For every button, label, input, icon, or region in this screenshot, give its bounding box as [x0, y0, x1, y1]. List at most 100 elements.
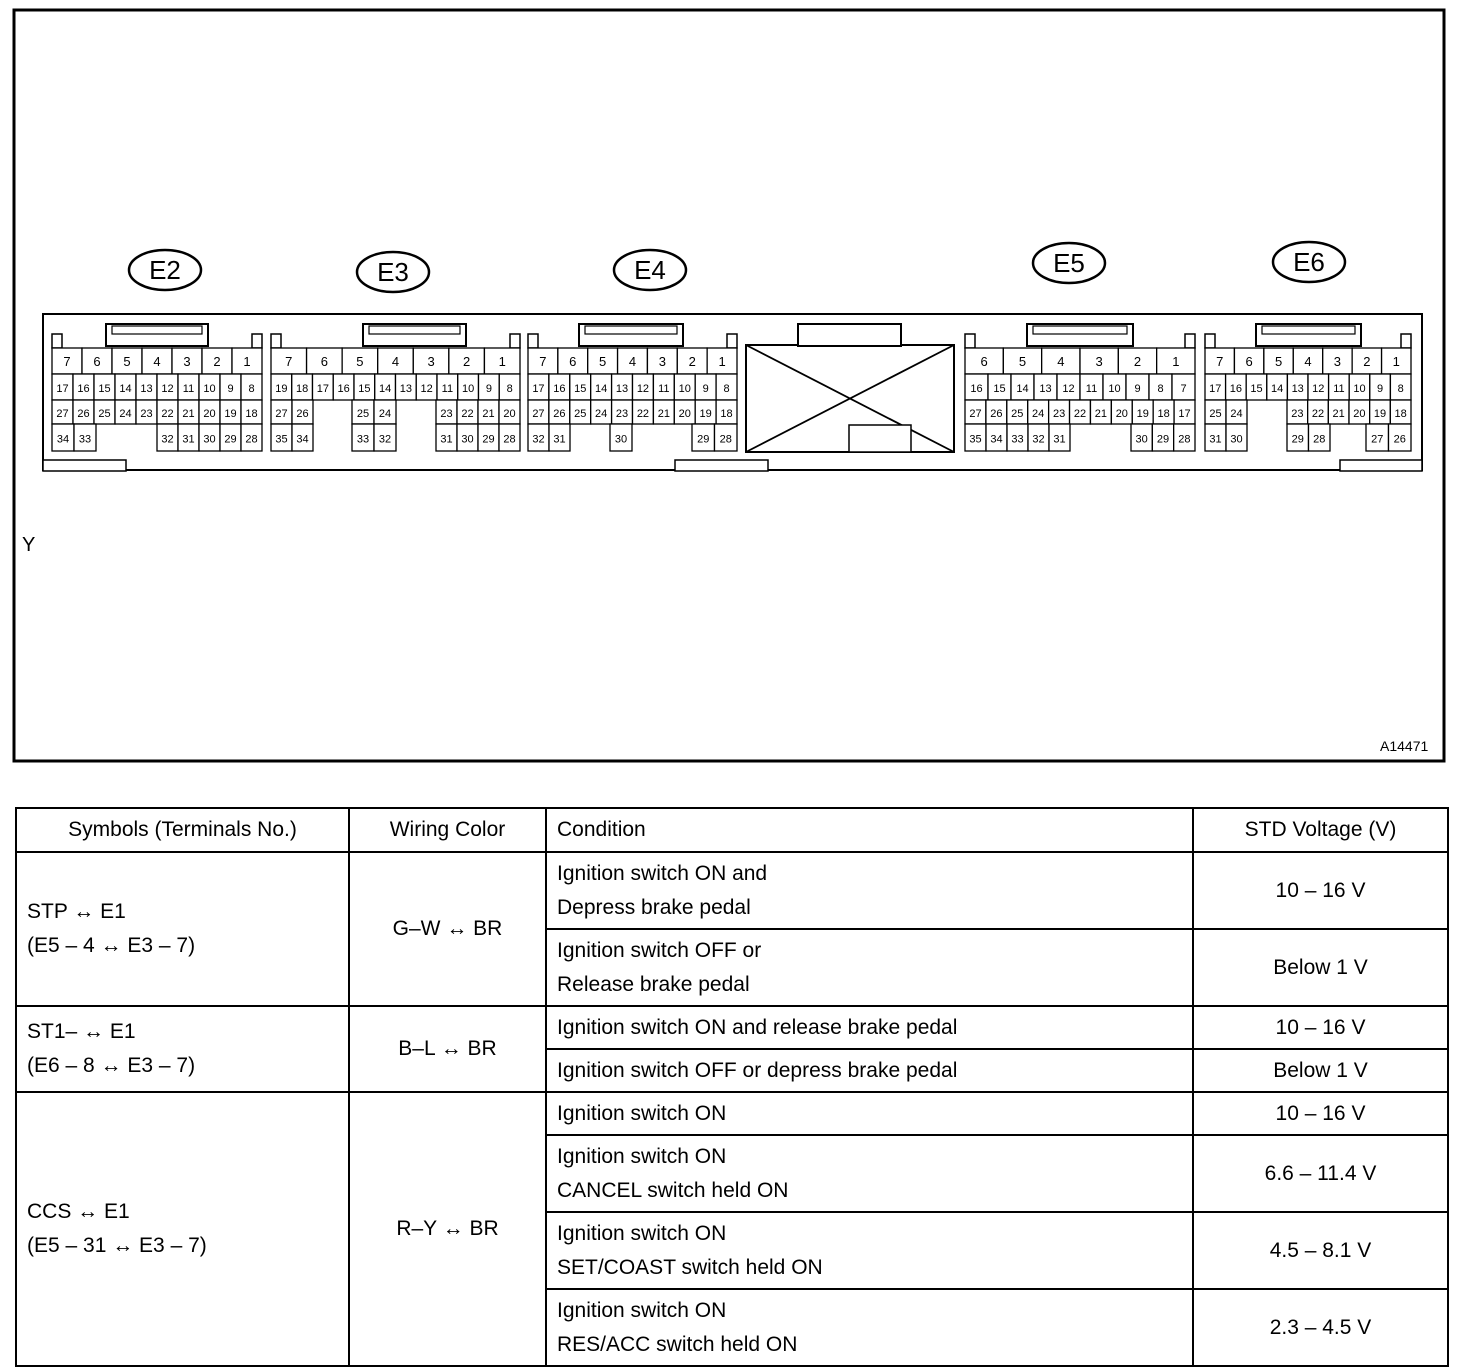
side-label: Y [22, 534, 36, 556]
terminal-number: 29 [697, 434, 709, 446]
terminal-cell [291, 423, 314, 452]
terminal-voltage-table: Symbols (Terminals No.) Wiring Color Con… [15, 807, 1449, 1367]
terminal-number: 12 [161, 383, 173, 395]
terminal-number: 10 [462, 383, 474, 395]
voltage-cell: 4.5 – 8.1 V [1192, 1211, 1449, 1290]
symbol-name: ST1– ↔ E1 [27, 1020, 136, 1043]
terminal-number: 29 [1292, 434, 1304, 446]
terminal-number: 7 [63, 354, 70, 369]
terminal-cell [706, 347, 738, 375]
voltage-cell: Below 1 V [1192, 1048, 1449, 1093]
terminal-number: 7 [285, 354, 292, 369]
terminal-number: 12 [1312, 383, 1324, 395]
terminal-cell [646, 347, 678, 375]
terminal-number: 9 [703, 383, 709, 395]
terminal-number: 17 [1178, 408, 1190, 420]
terminal-number: 27 [1371, 434, 1383, 446]
terminal-number: 23 [140, 408, 152, 420]
connector-label-oval [1031, 241, 1107, 285]
terminal-number: 34 [296, 434, 308, 446]
terminal-number: 24 [1032, 408, 1044, 420]
terminal-number: 13 [1292, 383, 1304, 395]
terminal-number: 27 [969, 408, 981, 420]
terminal-number: 28 [1313, 434, 1325, 446]
terminal-number: 13 [400, 383, 412, 395]
blank-cross-line [745, 344, 955, 453]
terminal-number: 2 [463, 354, 470, 369]
terminal-number: 15 [358, 383, 370, 395]
terminal-number: 22 [1074, 408, 1086, 420]
terminal-number: 35 [275, 434, 287, 446]
terminal-number: 13 [140, 383, 152, 395]
connector-post [527, 333, 539, 349]
terminal-number: 21 [658, 408, 670, 420]
terminal-number: 25 [574, 408, 586, 420]
terminal-cell [231, 347, 263, 375]
terminal-number: 11 [442, 383, 453, 395]
terminal-number: 29 [224, 434, 236, 446]
terminal-number: 26 [990, 408, 1002, 420]
condition-cell: Ignition switch ON and release brake ped… [545, 1005, 1194, 1050]
terminal-number: 26 [296, 408, 308, 420]
terminal-number: 2 [689, 354, 696, 369]
terminal-number: 8 [1157, 383, 1163, 395]
housing-tab [674, 459, 769, 472]
terminal-number: 16 [970, 383, 982, 395]
terminal-number: 6 [93, 354, 100, 369]
terminal-number: 21 [482, 408, 494, 420]
condition-line: SET/COAST switch held ON [557, 1255, 823, 1279]
figure-id: A14471 [1380, 738, 1429, 754]
terminal-number: 1 [1172, 354, 1179, 369]
terminal-number: 1 [499, 354, 506, 369]
voltage-cell: 10 – 16 V [1192, 1091, 1449, 1136]
terminal-number: 11 [1086, 383, 1097, 395]
terminal-number: 22 [461, 408, 473, 420]
terminal-number: 16 [338, 383, 350, 395]
terminal-cell [240, 423, 263, 452]
table-row: Ignition switch ON CANCEL switch held ON… [16, 1134, 1449, 1213]
terminal-number: 8 [248, 383, 254, 395]
terminal-cell [1156, 347, 1196, 375]
voltage-cell: 6.6 – 11.4 V [1192, 1134, 1449, 1213]
terminal-number: 16 [1230, 383, 1242, 395]
condition-line: Release brake pedal [557, 972, 750, 996]
condition-line: Ignition switch ON [557, 1144, 727, 1168]
terminal-number: 29 [1157, 434, 1169, 446]
terminal-number: 7 [1216, 354, 1223, 369]
terminal-cell [1173, 423, 1196, 452]
header-condition: Condition [545, 807, 1194, 853]
terminal-number: 14 [119, 383, 131, 395]
terminal-number: 5 [1019, 354, 1026, 369]
terminal-number: 12 [637, 383, 649, 395]
terminal-number: 3 [659, 354, 666, 369]
terminal-number: 25 [1209, 408, 1221, 420]
blank-connector-latch [797, 323, 902, 347]
terminal-number: 10 [679, 383, 691, 395]
terminal-number: 24 [379, 408, 391, 420]
condition-cell: Ignition switch ON CANCEL switch held ON [545, 1134, 1194, 1213]
housing-tab [1339, 459, 1423, 472]
table-row: CCS ↔ E1 (E5 – 31 ↔ E3 – 7) R–Y ↔ BR Ign… [15, 1091, 1449, 1367]
voltage-cell: 10 – 16 V [1192, 1005, 1449, 1050]
terminal-number: 15 [98, 383, 110, 395]
terminal-number: 25 [98, 408, 110, 420]
terminal-number: 28 [720, 434, 732, 446]
terminal-number: 27 [56, 408, 68, 420]
terminal-number: 15 [1250, 383, 1262, 395]
connector-post [1184, 333, 1196, 349]
terminal-cell [201, 347, 233, 375]
terminal-number: 20 [1116, 408, 1128, 420]
connector-latch-slot [368, 325, 461, 335]
table-row: STP ↔ E1 (E5 – 4 ↔ E3 – 7) G–W ↔ BR Igni… [15, 851, 1449, 1007]
terminal-number: 25 [1011, 408, 1023, 420]
terminal-cell [73, 423, 97, 452]
terminal-number: 3 [183, 354, 190, 369]
terminal-number: 8 [723, 383, 729, 395]
terminal-number: 30 [203, 434, 215, 446]
terminal-number: 29 [482, 434, 494, 446]
wiring-color-cell: G–W ↔ BR [348, 851, 547, 1007]
terminal-number: 18 [296, 383, 308, 395]
terminal-number: 33 [79, 434, 91, 446]
